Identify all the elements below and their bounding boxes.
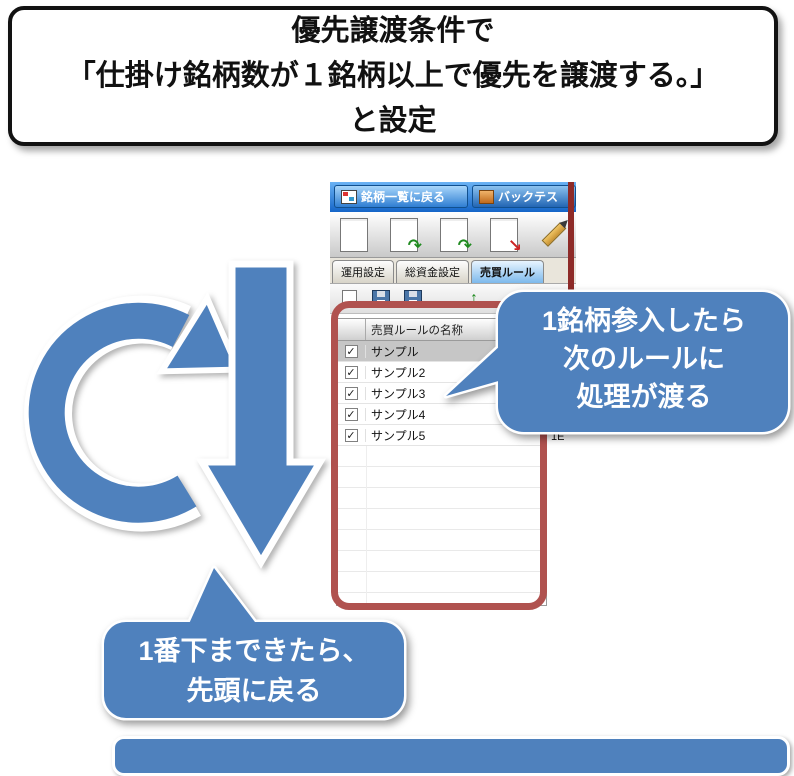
loop-arrow-icon — [24, 291, 243, 532]
load-button[interactable]: ↘ — [482, 215, 526, 255]
tab-operation-settings[interactable]: 運用設定 — [332, 260, 394, 283]
save-icon — [372, 289, 390, 308]
move-up-button[interactable]: ↑ — [434, 288, 478, 310]
bottom-callout-bubble — [101, 565, 407, 721]
up-arrow-icon: ↑ — [470, 289, 478, 307]
backtest-icon — [479, 189, 494, 204]
import-arrow-icon: ↷ — [407, 235, 422, 255]
rule-name[interactable]: サンプル3 — [371, 386, 426, 401]
save-rule-button[interactable] — [370, 288, 392, 310]
load-arrow-icon: ↘ — [507, 235, 522, 255]
new-rule-icon — [341, 289, 357, 308]
down-arrow-icon — [196, 260, 326, 569]
rule-table-header: 売買ルールの名称 — [337, 319, 546, 341]
row-check-cell: ✓ — [337, 365, 366, 379]
checkbox-checked[interactable]: ✓ — [344, 386, 358, 400]
stock-list-icon — [341, 189, 357, 204]
tab-operation-settings-label: 運用設定 — [341, 267, 385, 279]
empty-table-rows — [337, 446, 546, 605]
save-all-rules-button[interactable] — [402, 288, 424, 310]
table-row[interactable]: ✓ サンプル5 — [337, 425, 546, 446]
pencil-icon — [541, 222, 567, 247]
row-check-cell: ✓ — [337, 428, 366, 442]
tab-trade-rules[interactable]: 売買ルール — [471, 260, 544, 283]
load-file-icon — [490, 217, 518, 252]
title-line-1: 優先譲渡条件で — [291, 14, 495, 47]
settings-tabs: 運用設定 総資金設定 売買ルール — [330, 258, 576, 284]
title-box: 優先譲渡条件で 「仕掛け銘柄数が１銘柄以上で優先を譲渡する。」 と設定 — [8, 6, 778, 146]
row-check-cell: ✓ — [337, 386, 366, 400]
table-row[interactable]: ✓ サンプル4 — [337, 404, 546, 425]
main-toolbar: ↷ ↷ ↘ — [330, 212, 576, 258]
row-check-cell: ✓ — [337, 344, 366, 358]
nav-tab-stock-list-label: 銘柄一覧に戻る — [361, 190, 446, 204]
rule-name[interactable]: サンプル5 — [371, 428, 426, 443]
save-all-icon — [404, 289, 422, 308]
checkbox-column-header[interactable] — [337, 319, 366, 340]
rule-name[interactable]: サンプル — [371, 344, 419, 359]
nav-tab-backtest-label: バックテス — [498, 190, 559, 204]
import-button[interactable]: ↷ — [382, 215, 426, 255]
tab-trade-rules-label: 売買ルール — [480, 267, 535, 279]
rule-name[interactable]: サンプル2 — [371, 365, 426, 380]
rule-name[interactable]: サンプル4 — [371, 407, 426, 422]
nav-bar: 銘柄一覧に戻る バックテス — [330, 182, 576, 213]
export-arrow-icon: ↷ — [457, 235, 472, 255]
table-row[interactable]: ✓ サンプル3 — [337, 383, 546, 404]
checkbox-checked[interactable]: ✓ — [344, 365, 358, 379]
title-line-2: 「仕掛け銘柄数が１銘柄以上で優先を譲渡する。」 — [66, 59, 720, 92]
checkbox-checked[interactable]: ✓ — [344, 428, 358, 442]
nav-tab-backtest[interactable]: バックテス — [472, 185, 576, 208]
rule-name-header-label: 売買ルールの名称 — [371, 324, 463, 337]
right-callout-bubble — [443, 289, 791, 435]
tab-capital-settings[interactable]: 総資金設定 — [396, 260, 469, 283]
nav-tab-stock-list[interactable]: 銘柄一覧に戻る — [334, 185, 468, 208]
new-rule-button[interactable] — [338, 288, 360, 310]
column-divider — [366, 446, 367, 605]
bottom-blue-bar — [112, 736, 790, 776]
title-line-3: と設定 — [349, 104, 437, 137]
new-file-button[interactable] — [332, 215, 376, 255]
checkbox-checked[interactable]: ✓ — [344, 407, 358, 421]
tab-capital-settings-label: 総資金設定 — [405, 267, 460, 279]
export-button[interactable]: ↷ — [432, 215, 476, 255]
new-file-icon — [340, 217, 368, 252]
table-row[interactable]: ✓ サンプル2 — [337, 362, 546, 383]
import-file-icon — [390, 217, 418, 252]
export-file-icon — [440, 217, 468, 252]
rule-name-column-header[interactable]: 売買ルールの名称 — [366, 319, 546, 340]
row-check-cell: ✓ — [337, 407, 366, 421]
checkbox-checked[interactable]: ✓ — [344, 344, 358, 358]
